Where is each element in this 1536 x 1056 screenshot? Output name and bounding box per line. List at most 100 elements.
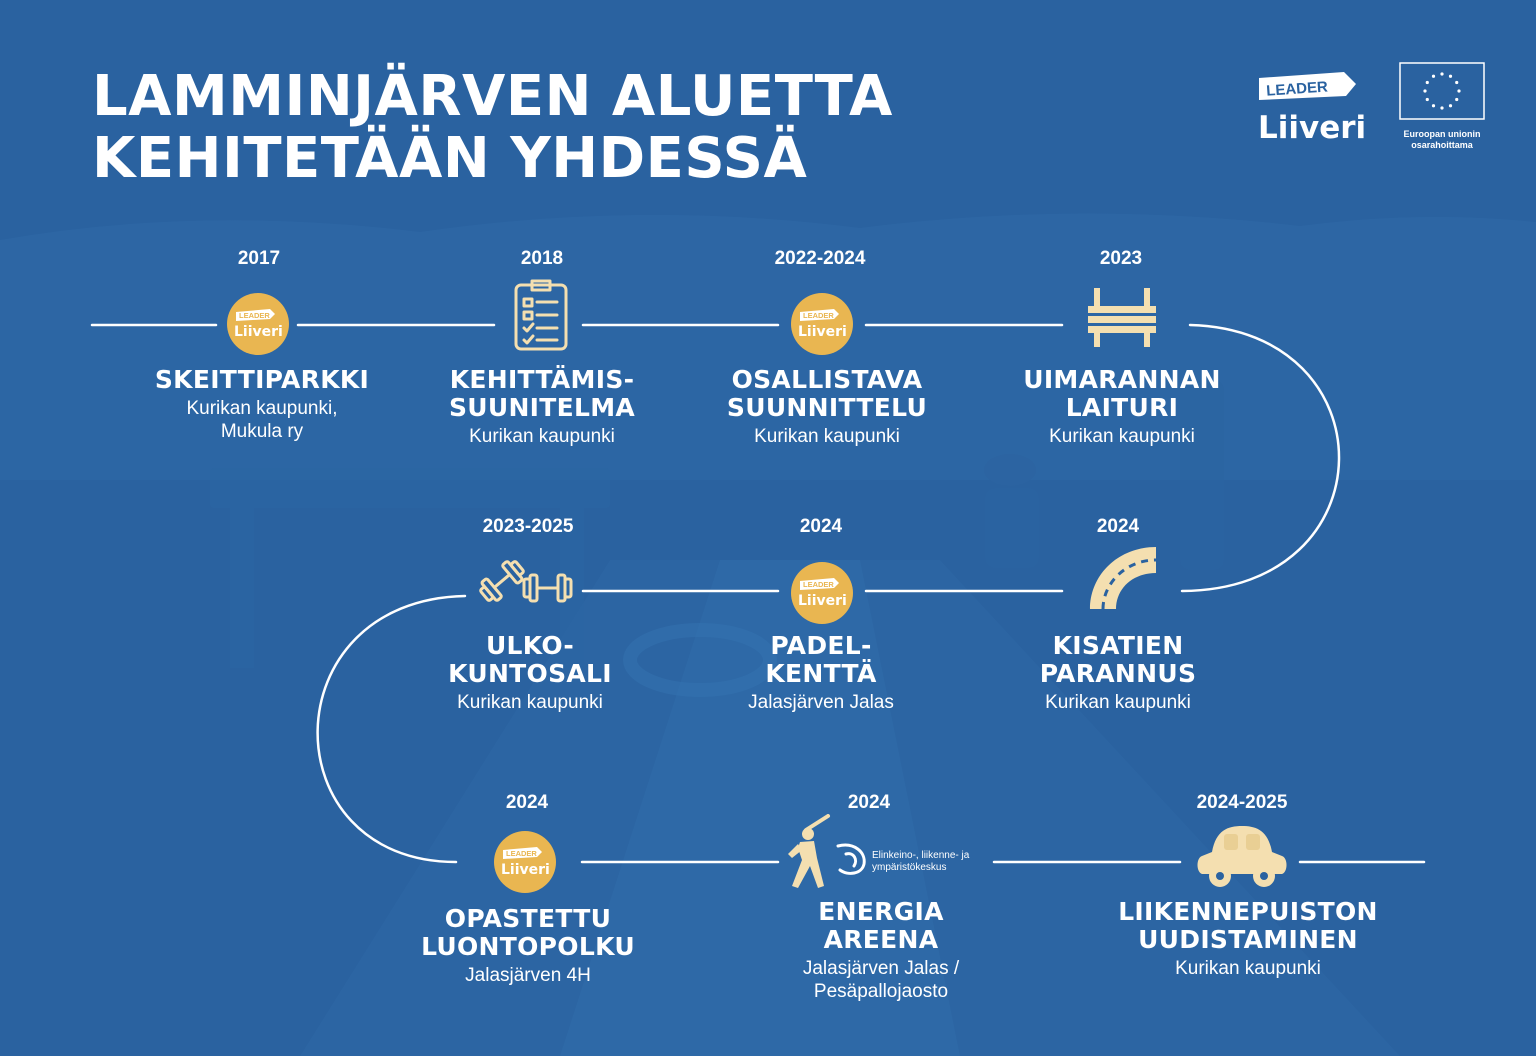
eu-star [1431,104,1436,108]
project-year: 2024-2025 [1196,792,1288,813]
project-block: SKEITTIPARKKI Kurikan kaupunki, Mukula r… [112,366,412,443]
badge-tag: LEADER [239,311,270,320]
ely-centre-logo: Elinkeino-, liikenne- ja ympäristökeskus [836,843,970,875]
project-name-line: PARANNUS [1039,659,1197,688]
project-org-line: Jalasjärven Jalas / [802,958,960,979]
liiveri-badge-icon: LEADER Liiveri [494,831,556,893]
badge-name: Liiveri [234,324,283,340]
project-block: OPASTETTU LUONTOPOLKU Jalasjärven 4H [378,905,678,987]
project-name: OPASTETTU LUONTOPOLKU [378,905,678,961]
project-organization: Kurikan kaupunki [968,691,1268,714]
baseball-batter-icon [788,814,830,888]
project-name-line: KISATIEN [1052,631,1184,660]
title-line: LAMMINJÄRVEN ALUETTA [92,64,893,129]
eu-star [1448,74,1453,78]
timeline-curve [1180,323,1341,593]
project-name-line: SUUNNITTELU [726,393,928,422]
badge-tag: LEADER [506,849,537,858]
project-organization: Jalasjärven Jalas [671,691,971,714]
badge-tag: LEADER [803,311,834,320]
eu-star [1455,80,1459,85]
eu-star [1440,72,1444,76]
project-name-line: SUUNITELMA [448,393,636,422]
eu-star [1440,106,1444,110]
title-line: KEHITETÄÄN YHDESSÄ [92,126,808,191]
eu-star [1425,97,1429,102]
project-name: ENERGIA AREENA [731,898,1031,954]
ely-line2: ympäristökeskus [872,862,946,873]
project-year: 2017 [237,248,281,269]
project-organization: Kurikan kaupunki [1098,957,1398,980]
project-year: 2022-2024 [774,248,866,269]
project-block: ENERGIA AREENA Jalasjärven Jalas / Pesäp… [731,898,1031,1003]
project-name-line: KENTTÄ [765,659,877,688]
project-year: 2024 [799,516,843,537]
project-year: 2018 [520,248,564,269]
badge-tag: LEADER [803,580,834,589]
project-name: OSALLISTAVA SUUNNITTELU [677,366,977,422]
project-block: LIIKENNEPUISTON UUDISTAMINEN Kurikan kau… [1098,898,1398,980]
project-name-line: LUONTOPOLKU [421,932,635,961]
project-name: UIMARANNAN LAITURI [972,366,1272,422]
project-name: SKEITTIPARKKI [112,366,412,394]
car-icon [1197,826,1287,887]
logo-leader-tag: LEADER [1266,78,1329,99]
clipboard-checklist-icon [514,279,568,351]
eu-flag-icon [1399,62,1485,120]
project-year: 2024 [505,792,549,813]
project-name-line: KEHITTÄMIS- [449,365,635,394]
project-organization: Jalasjärven 4H [378,964,678,987]
project-block: ULKO- KUNTOSALI Kurikan kaupunki [380,632,680,714]
eu-star [1423,89,1427,93]
project-org-line: Mukula ry [220,421,304,442]
eu-caption: Euroopan unionin osarahoittama [1403,129,1481,150]
project-org-line: Kurikan kaupunki [457,692,603,713]
liiveri-badge-icon: LEADER Liiveri [791,293,853,355]
project-year: 2023 [1099,248,1143,269]
project-name-line: UIMARANNAN [1023,365,1221,394]
project-name-line: ULKO- [485,631,575,660]
project-block: OSALLISTAVA SUUNNITTELU Kurikan kaupunki [677,366,977,448]
badge-name: Liiveri [501,862,550,878]
eu-star [1455,97,1459,102]
project-org-line: Kurikan kaupunki, [186,398,338,419]
project-org-line: Kurikan kaupunki [1045,692,1191,713]
road-curve-icon [1090,547,1157,610]
project-name-line: SKEITTIPARKKI [154,365,370,394]
badge-name: Liiveri [798,324,847,340]
project-year: 2023-2025 [482,516,574,537]
liiveri-badge-icon: LEADER Liiveri [227,293,289,355]
project-block: UIMARANNAN LAITURI Kurikan kaupunki [972,366,1272,448]
project-year: 2024 [847,792,891,813]
ely-line1: Elinkeino-, liikenne- ja [872,850,970,861]
eu-star [1425,80,1429,85]
project-name-line: OSALLISTAVA [731,365,923,394]
eu-logo: Euroopan unionin osarahoittama [1396,62,1488,152]
dumbbell-icon [479,560,573,603]
project-name-line: ENERGIA [818,897,944,926]
project-year: 2024 [1096,516,1140,537]
project-organization: Jalasjärven Jalas / Pesäpallojaosto [731,957,1031,1003]
pier-icon [1088,288,1156,347]
eu-star [1448,104,1453,108]
project-name-line: AREENA [823,925,939,954]
eu-star [1457,89,1461,93]
logo-leader-name: Liiveri [1258,110,1366,146]
project-name-line: PADEL- [770,631,872,660]
project-organization: Kurikan kaupunki [392,425,692,448]
badge-name: Liiveri [798,593,847,609]
project-name-line: KUNTOSALI [448,659,612,688]
project-block: KEHITTÄMIS- SUUNITELMA Kurikan kaupunki [392,366,692,448]
project-org-line: Kurikan kaupunki [469,426,615,447]
project-name-line: OPASTETTU [444,904,612,933]
project-name-line: LIIKENNEPUISTON [1118,897,1378,926]
project-name: KEHITTÄMIS- SUUNITELMA [392,366,692,422]
project-name-line: LAITURI [1065,393,1179,422]
project-org-line: Jalasjärven Jalas [748,692,894,713]
project-org-line: Kurikan kaupunki [1049,426,1195,447]
project-name: KISATIEN PARANNUS [968,632,1268,688]
page-title: LAMMINJÄRVEN ALUETTA KEHITETÄÄN YHDESSÄ [92,66,893,190]
project-block: KISATIEN PARANNUS Kurikan kaupunki [968,632,1268,714]
